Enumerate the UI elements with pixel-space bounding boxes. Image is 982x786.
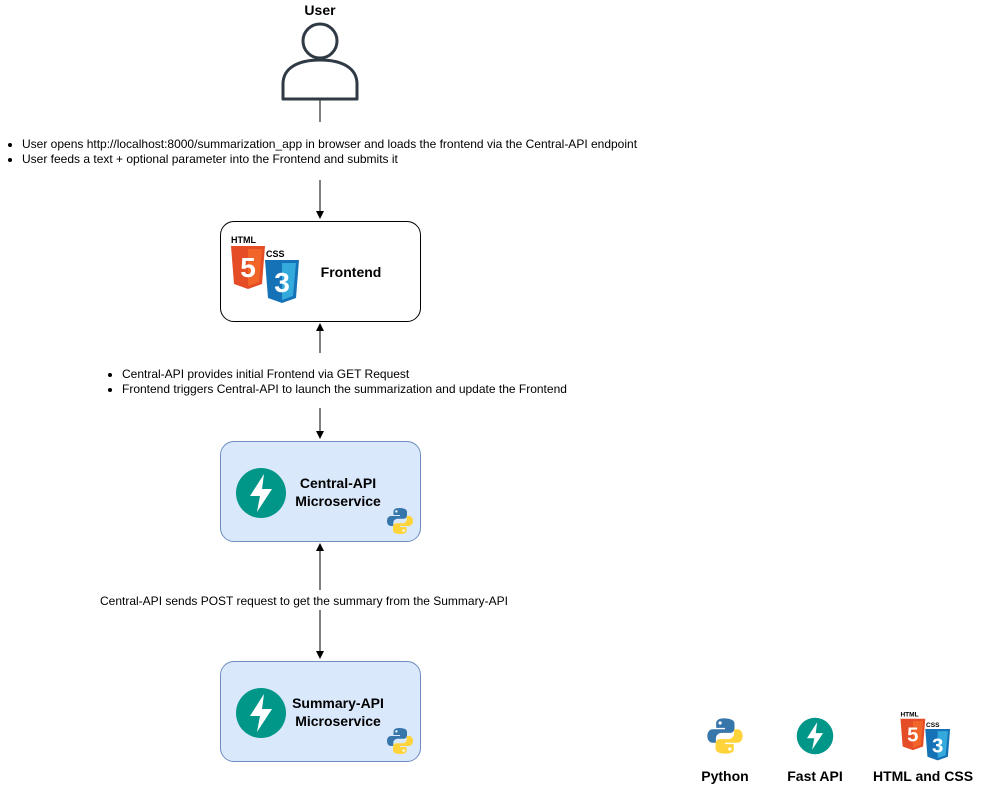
- legend-html-css-label: HTML and CSS: [872, 768, 974, 784]
- summary-api-label-line2: Microservice: [295, 713, 381, 729]
- python-icon: [387, 508, 413, 534]
- frontend-notes: Central-API provides initial Frontend vi…: [104, 367, 682, 397]
- user-notes: User opens http://localhost:8000/summari…: [4, 137, 742, 167]
- frontend-note-item: Central-API provides initial Frontend vi…: [122, 367, 682, 382]
- legend-html-icon-text: HTML: [900, 712, 918, 719]
- central-api-label-line2: Microservice: [295, 493, 381, 509]
- html-icon-text: HTML: [231, 235, 256, 245]
- frontend-label: Frontend: [320, 264, 382, 280]
- legend-fastapi-label: Fast API: [787, 768, 843, 784]
- central-note: Central-API sends POST request to get th…: [100, 594, 560, 609]
- summary-api-node[interactable]: Summary-API Microservice: [220, 661, 421, 762]
- css-three-glyph: 3: [274, 267, 290, 298]
- html-five-glyph: 5: [240, 252, 256, 283]
- legend-python-label: Python: [701, 768, 749, 784]
- legend-fastapi-icon: [796, 717, 834, 755]
- legend-html-five-glyph: 5: [907, 724, 918, 746]
- summary-api-label: Summary-API Microservice: [283, 694, 393, 730]
- user-label: User: [304, 2, 336, 18]
- user-note-item: User feeds a text + optional parameter i…: [22, 152, 742, 167]
- legend-css-icon-text: CSS: [926, 722, 940, 729]
- frontend-note-item: Frontend triggers Central-API to launch …: [122, 382, 682, 397]
- css-icon-text: CSS: [266, 249, 285, 259]
- user-icon: [281, 22, 359, 101]
- summary-api-label-line1: Summary-API: [292, 695, 384, 711]
- central-api-label: Central-API Microservice: [283, 474, 393, 510]
- legend-html-css-icon: HTML 5 CSS 3: [900, 712, 951, 761]
- python-icon: [387, 728, 413, 754]
- fastapi-icon: [236, 468, 286, 518]
- html5-css3-icon: HTML 5 CSS 3: [231, 235, 299, 303]
- legend-css-three-glyph: 3: [932, 735, 943, 757]
- central-api-node[interactable]: Central-API Microservice: [220, 441, 421, 542]
- frontend-node[interactable]: HTML 5 CSS 3 Frontend: [220, 221, 421, 322]
- central-api-label-line1: Central-API: [299, 475, 377, 491]
- user-note-item: User opens http://localhost:8000/summari…: [22, 137, 742, 152]
- legend-python-icon: [707, 718, 743, 754]
- fastapi-icon: [236, 688, 286, 738]
